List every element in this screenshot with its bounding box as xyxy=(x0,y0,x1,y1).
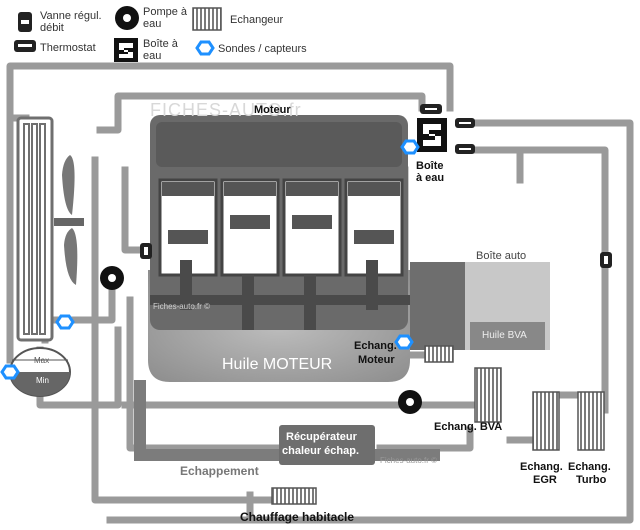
coolant-pipes xyxy=(6,62,634,524)
expansion-tank xyxy=(9,347,71,397)
radiator xyxy=(16,116,54,342)
water-pumps xyxy=(100,266,422,414)
legend-exchanger-label: Echangeur xyxy=(230,14,284,26)
bva-oil-label: Huile BVA xyxy=(482,330,527,341)
tank-min-label: Min xyxy=(36,376,49,385)
exchanger-turbo xyxy=(577,391,605,451)
pipe-left-bypass xyxy=(91,156,274,504)
valves xyxy=(140,104,612,268)
gearbox-label: Boîte auto xyxy=(476,250,527,262)
watermark: FICHES-AUTO.fr xyxy=(150,100,302,120)
recuperator-label-2: chaleur échap. xyxy=(282,445,360,457)
engine-block xyxy=(148,115,550,382)
pipe-right-mid xyxy=(468,146,609,414)
engine-label: Moteur xyxy=(254,104,291,116)
exch-engine-label-1: Echang. xyxy=(354,340,397,352)
pipe-top-outer xyxy=(6,62,454,122)
pipe-lower-return-2 xyxy=(376,426,474,452)
exhaust-pipe xyxy=(134,380,440,461)
fan xyxy=(54,155,84,285)
exchanger-bva xyxy=(474,367,502,423)
exchanger-egr xyxy=(532,391,560,451)
exch-bva-label: Echang. BVA xyxy=(434,421,503,433)
waterbox-label-1: Boîte xyxy=(416,160,444,172)
watermark-small: Fiches-auto.fr © xyxy=(153,302,211,311)
engine-oil-label: Huile MOTEUR xyxy=(222,356,333,373)
sensors xyxy=(0,139,420,380)
legend-icons xyxy=(14,6,222,62)
pipe-lower-return xyxy=(126,296,284,452)
pipe-right-outer xyxy=(106,119,634,524)
tank-max-label: Max xyxy=(34,356,50,365)
pipe-top-inner xyxy=(96,92,426,134)
turbo-label-2: Turbo xyxy=(576,474,607,486)
exchanger-moteur xyxy=(424,345,454,363)
egr-label-2: EGR xyxy=(533,474,557,486)
recuperator-label-1: Récupérateur xyxy=(286,431,357,443)
legend-waterbox-label: Boîte à eau xyxy=(143,38,178,62)
exchangers xyxy=(271,345,605,505)
exhaust-heat-recovery xyxy=(279,425,375,465)
exhaust-label: Echappement xyxy=(180,464,259,478)
heater-label: Chauffage habitacle xyxy=(240,510,355,524)
turbo-label-1: Echang. xyxy=(568,461,611,473)
legend-pump-label: Pompe à eau xyxy=(143,6,188,30)
legend-thermostat-label: Thermostat xyxy=(40,42,96,54)
cylinders xyxy=(158,178,404,277)
waterbox-label-2: à eau xyxy=(416,172,445,184)
exch-engine-label-2: Moteur xyxy=(358,354,395,366)
water-box xyxy=(417,118,447,152)
legend-valve-label: Vanne régul. débit xyxy=(40,10,102,34)
legend-sensor-label: Sondes / capteurs xyxy=(218,43,307,55)
exchanger-heater xyxy=(271,487,317,505)
crankshaft xyxy=(150,260,410,330)
watermark-bottom: Fiches-auto.fr © xyxy=(380,456,438,465)
pipe-left-inner xyxy=(121,166,154,254)
egr-label-1: Echang. xyxy=(520,461,563,473)
